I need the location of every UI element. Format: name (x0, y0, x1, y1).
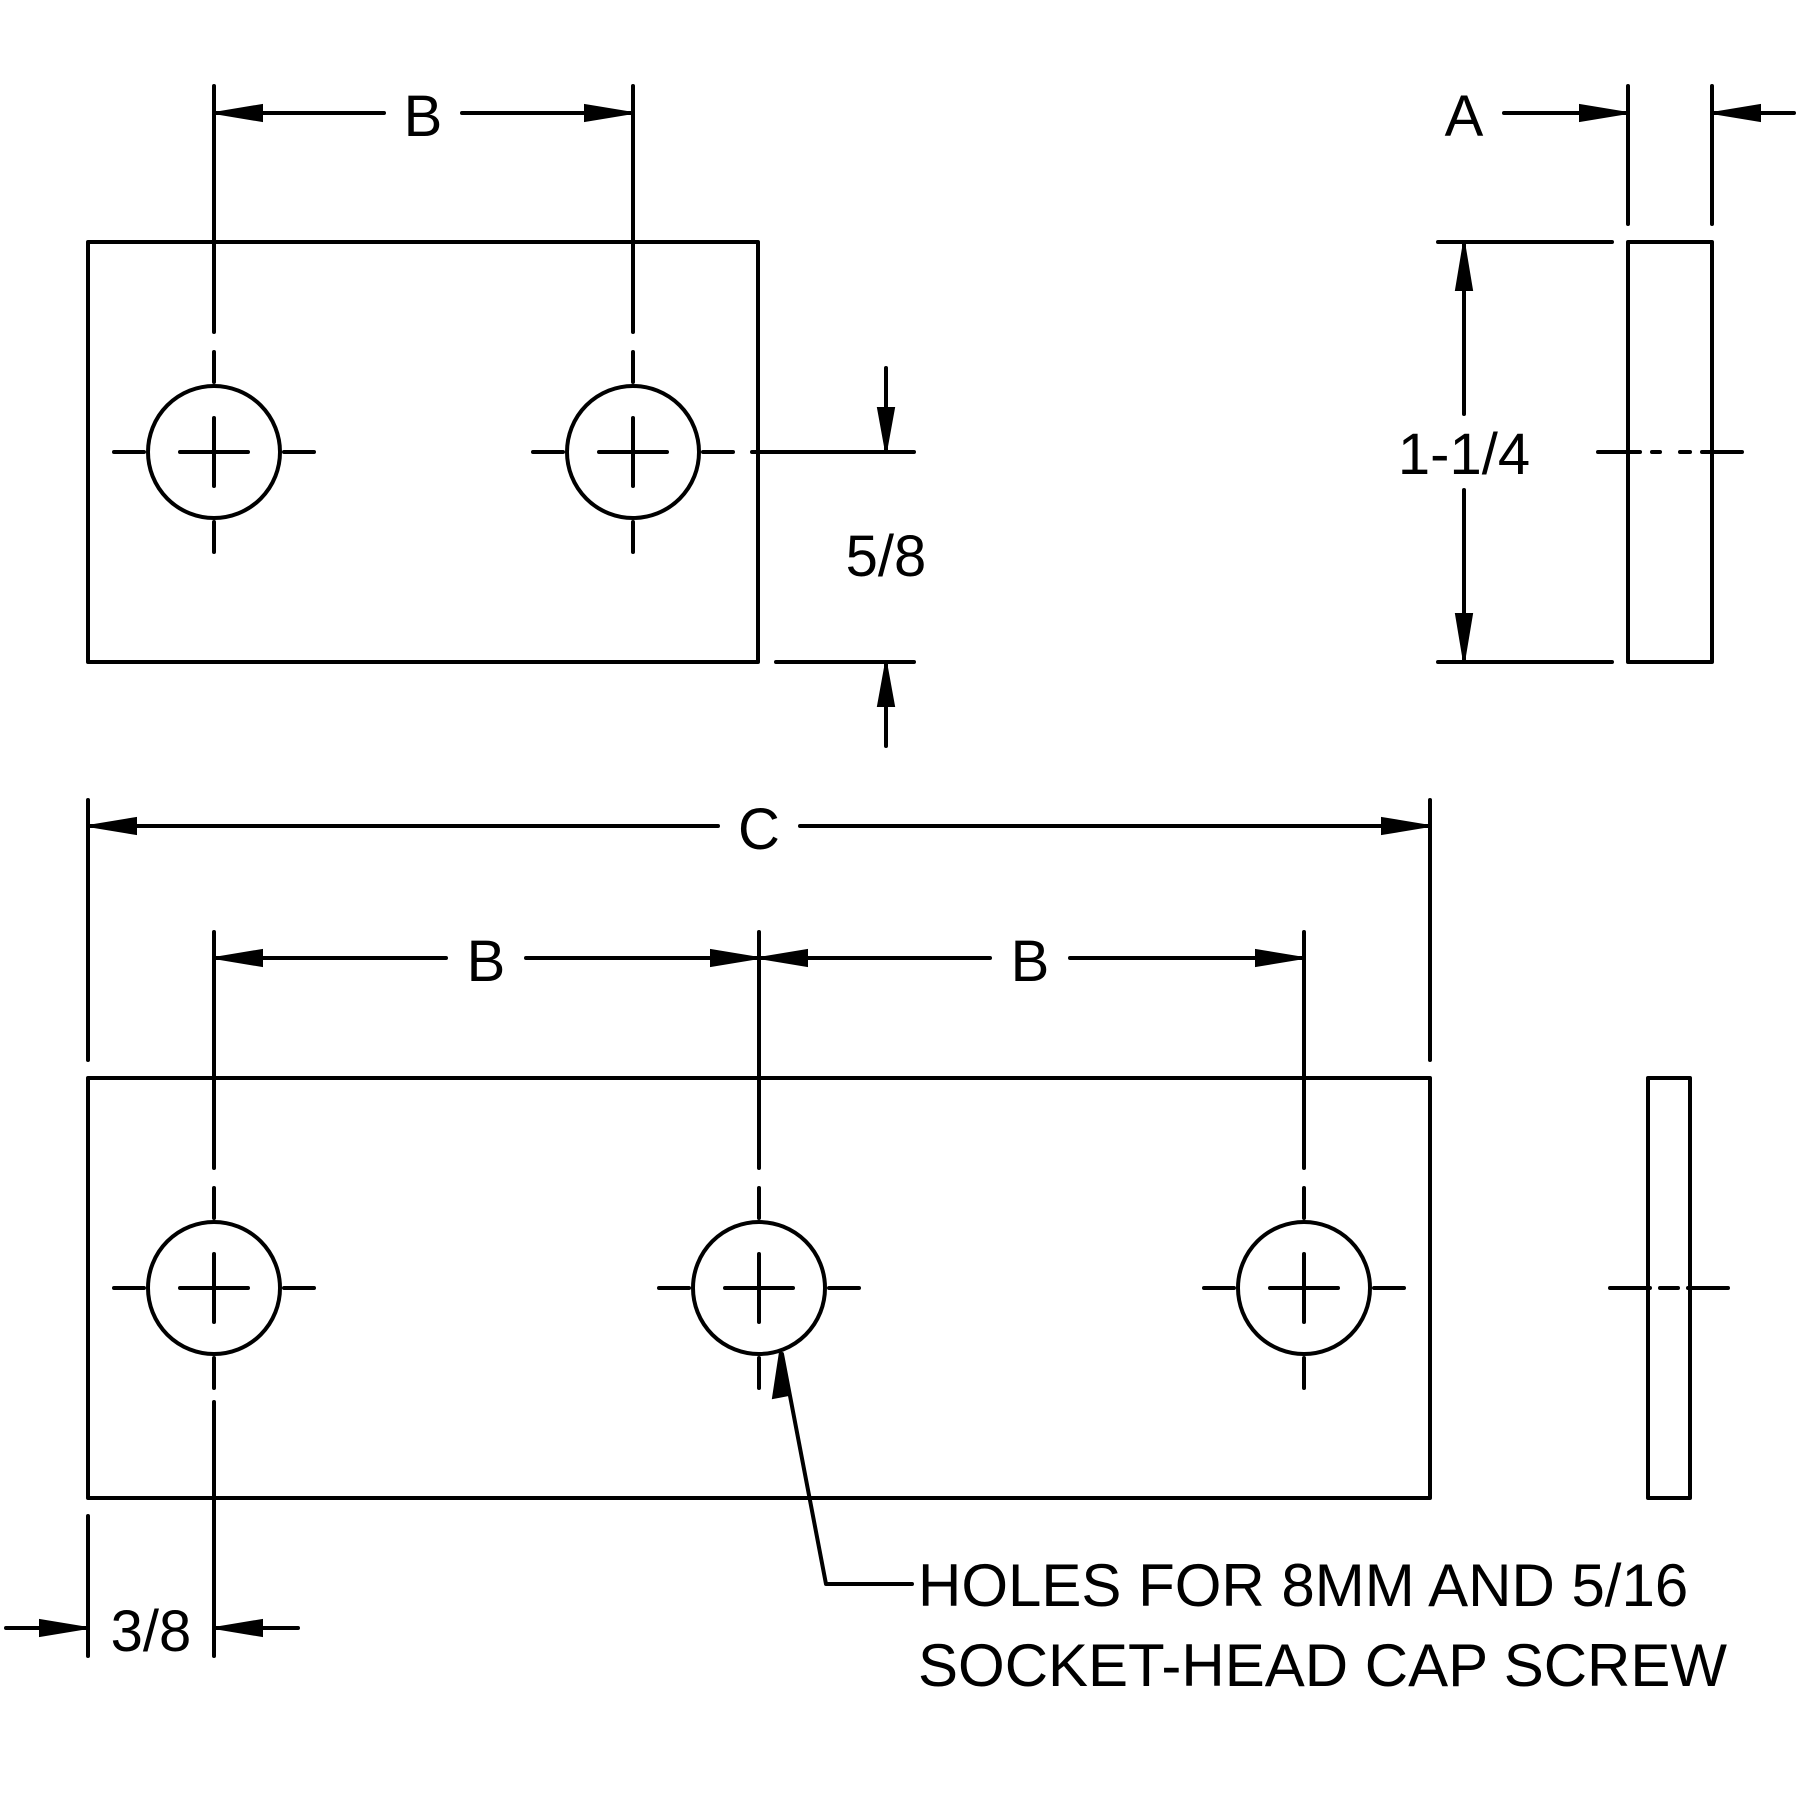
hole-top-right (531, 350, 735, 554)
hole-note-line-2: SOCKET-HEAD CAP SCREW (918, 1632, 1727, 1699)
hole-circle (565, 384, 701, 520)
dimension-b-label: B (404, 84, 443, 149)
side-view-thick: A 1-1/4 (1398, 84, 1796, 664)
dimension-a-label: A (1445, 84, 1484, 149)
dimension-a: A (1445, 84, 1796, 226)
hole-bottom-center (657, 1186, 861, 1390)
dimension-end-offset: 3/8 (4, 1599, 300, 1664)
hole-circle (146, 384, 282, 520)
dimension-b-top: B (212, 84, 635, 149)
hole-top-left (112, 350, 316, 554)
hole-bottom-left (112, 1186, 316, 1390)
dimension-b-label: B (467, 929, 506, 994)
dimension-hole-from-edge: 5/8 (750, 366, 927, 748)
three-hole-plate: C B B 3/8 (4, 797, 1727, 1699)
hole-note: HOLES FOR 8MM AND 5/16 SOCKET-HEAD CAP S… (918, 1552, 1727, 1699)
hole-circle (691, 1220, 827, 1356)
dimension-5-8-label: 5/8 (846, 524, 927, 589)
dimension-height: 1-1/4 (1398, 240, 1614, 664)
hole-bottom-right (1202, 1186, 1406, 1390)
dimension-b-right: B (757, 929, 1306, 994)
hole-note-leader (771, 1351, 914, 1586)
dimension-1-1-4-label: 1-1/4 (1398, 422, 1530, 487)
hole-note-line-1: HOLES FOR 8MM AND 5/16 (918, 1552, 1688, 1619)
two-hole-plate: B 5/8 (86, 84, 927, 748)
dimension-3-8-label: 3/8 (111, 1599, 192, 1664)
dimension-b-label: B (1011, 929, 1050, 994)
hole-circle (146, 1220, 282, 1356)
dimension-c: C (86, 797, 1432, 862)
dimension-c-label: C (738, 797, 780, 862)
hole-circle (1236, 1220, 1372, 1356)
side-view-thin (1608, 1076, 1730, 1500)
dimension-b-left: B (212, 929, 761, 994)
